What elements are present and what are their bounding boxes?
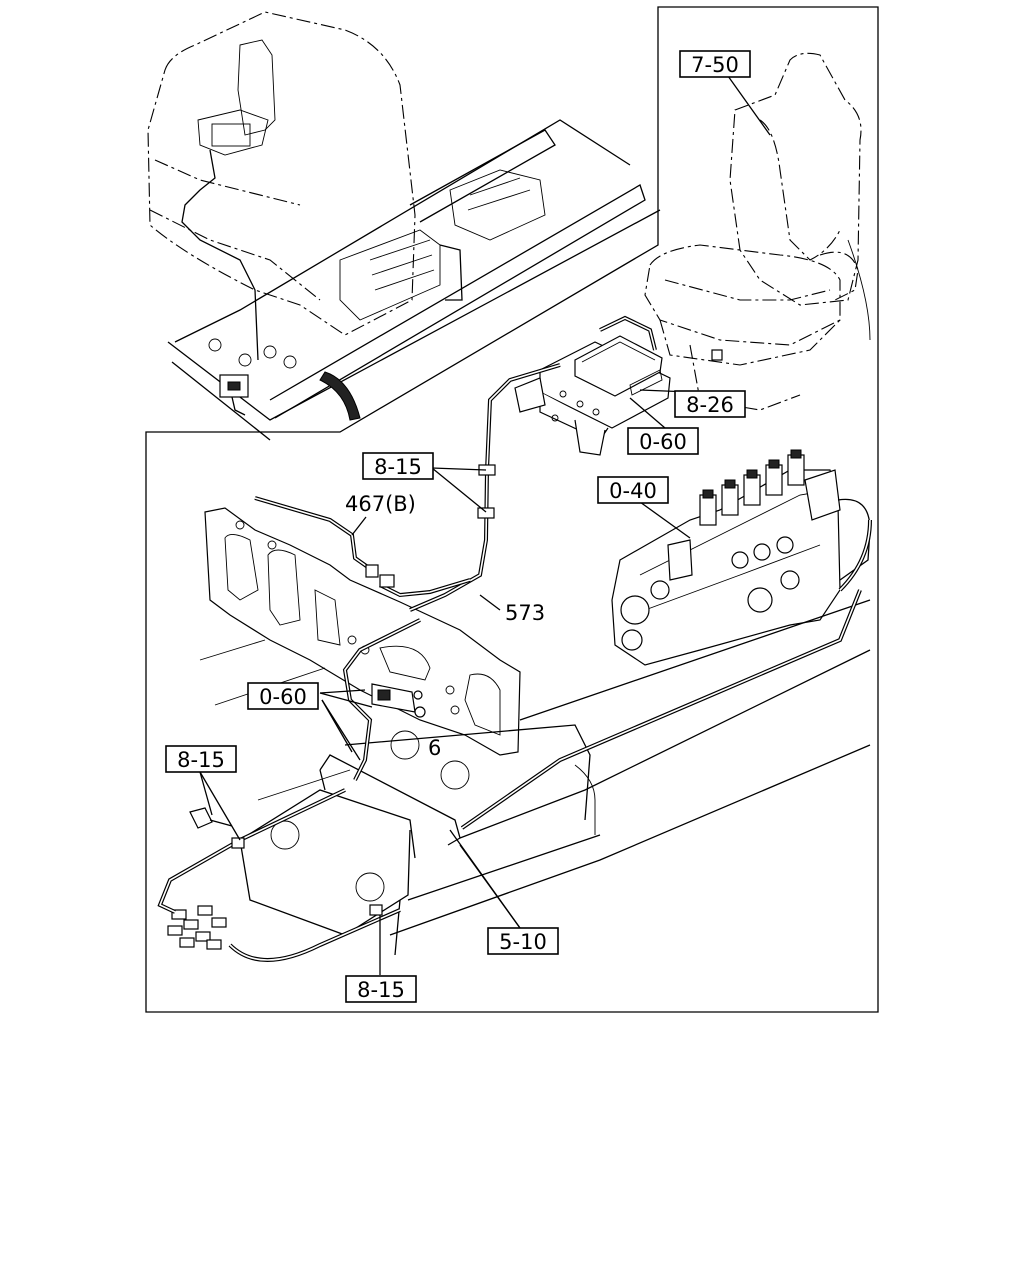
callout-clips-upper: 8-15 [362,452,434,480]
svg-text:0-60: 0-60 [259,685,307,709]
cross-member-panel [199,507,521,801]
injection-pump [611,449,871,666]
callout-controller-harness: 0-60 [627,427,699,455]
svg-text:8-15: 8-15 [177,748,225,772]
svg-text:0-60: 0-60 [639,430,687,454]
callout-clips-left: 8-15 [165,745,237,773]
wire-harness [157,315,872,962]
leader-lines [199,75,771,975]
driver-seat [644,52,871,411]
callout-pump: 0-40 [597,476,669,504]
callout-bracket: 5-10 [487,927,559,955]
label-harness-573: 573 [505,601,545,625]
svg-text:5-10: 5-10 [499,930,547,954]
callout-seat: 7-50 [679,50,751,78]
lower-chassis [167,599,871,956]
detail-frame [145,6,879,1013]
svg-text:8-15: 8-15 [357,978,405,1002]
callout-harness-lower: 0-60 [247,682,319,710]
label-wire-467b: 467(B) [345,492,416,516]
overview-cab-chassis [147,11,661,441]
callout-controller: 8-26 [674,390,746,418]
svg-text:0-40: 0-40 [609,479,657,503]
label-item-6: 6 [428,736,441,760]
controller-unit [514,335,671,456]
svg-text:8-26: 8-26 [686,393,734,417]
svg-text:8-15: 8-15 [374,455,422,479]
callout-clips-bottom: 8-15 [345,975,417,1003]
svg-text:7-50: 7-50 [691,53,739,77]
